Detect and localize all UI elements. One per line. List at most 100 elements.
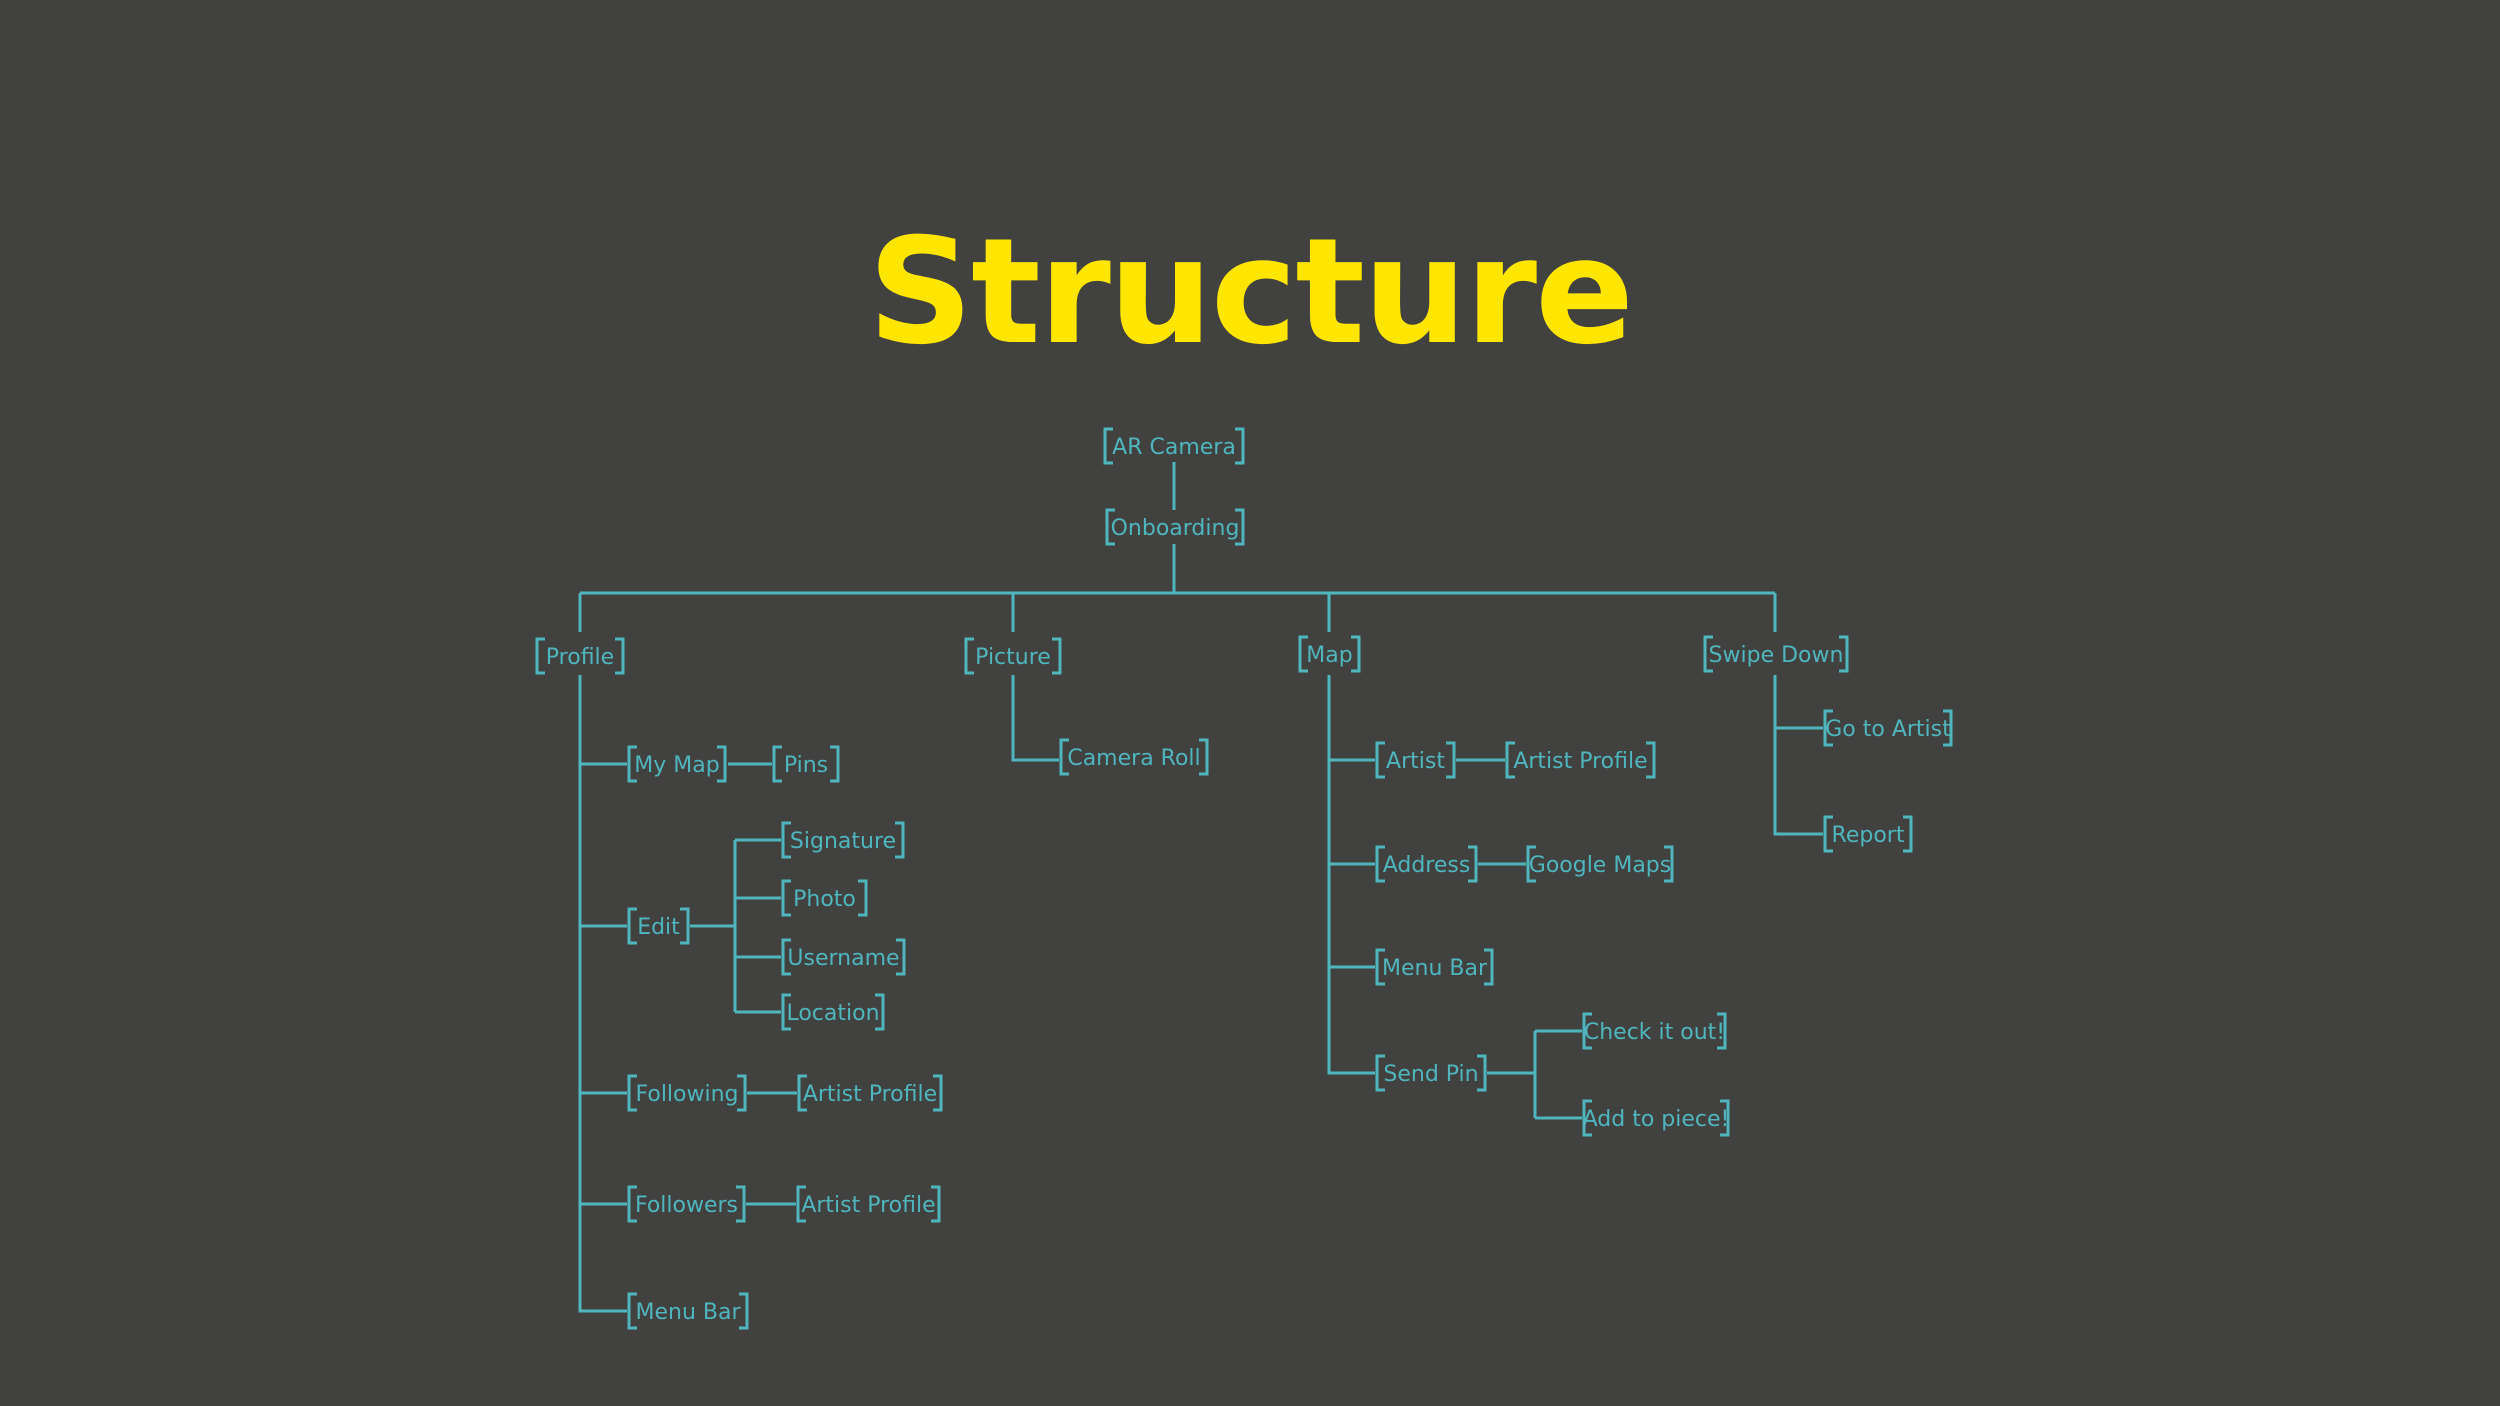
node-report: Report xyxy=(1823,815,1913,853)
node-label: My Map xyxy=(634,753,719,778)
bracket-right xyxy=(680,907,690,945)
page-title: Structure xyxy=(867,207,1634,377)
bracket-left xyxy=(1298,635,1308,673)
node-signature: Signature xyxy=(781,821,905,859)
bracket-left xyxy=(627,1074,637,1112)
node-send-pin: Send Pin xyxy=(1375,1054,1487,1092)
bracket-right xyxy=(858,879,868,917)
node-label: Followers xyxy=(635,1193,738,1218)
bracket-right xyxy=(1468,845,1478,883)
node-followers-artist-profile: Artist Profile xyxy=(796,1185,941,1223)
node-my-map: My Map xyxy=(627,745,727,783)
bracket-left xyxy=(1375,1054,1385,1092)
node-label: Picture xyxy=(975,645,1051,670)
node-onboarding: Onboarding xyxy=(1105,508,1245,546)
bracket-right xyxy=(1235,508,1245,546)
bracket-right xyxy=(875,993,885,1031)
bracket-left xyxy=(1582,1099,1592,1137)
node-label: Check it out! xyxy=(1584,1020,1725,1045)
bracket-left xyxy=(1526,845,1536,883)
bracket-right xyxy=(1052,637,1062,675)
bracket-left xyxy=(781,938,791,976)
node-followers: Followers xyxy=(627,1185,746,1223)
bracket-right xyxy=(933,1074,943,1112)
node-picture: Picture xyxy=(964,637,1062,675)
node-check-it-out: Check it out! xyxy=(1582,1012,1727,1050)
bracket-left xyxy=(627,745,637,783)
node-label: AR Camera xyxy=(1112,435,1236,460)
node-label: Photo xyxy=(793,887,856,912)
node-label: Menu Bar xyxy=(1382,956,1488,981)
bracket-right xyxy=(896,938,906,976)
node-google-maps: Google Maps xyxy=(1526,845,1674,883)
node-label: Report xyxy=(1832,823,1905,848)
bracket-left xyxy=(772,745,782,783)
bracket-left xyxy=(1375,845,1385,883)
node-following-artist-profile: Artist Profile xyxy=(797,1074,943,1112)
bracket-left xyxy=(781,993,791,1031)
bracket-right xyxy=(1235,427,1245,465)
node-profile-menu-bar: Menu Bar xyxy=(627,1292,749,1330)
bracket-left xyxy=(796,1185,806,1223)
node-photo: Photo xyxy=(781,879,868,917)
node-label: Profile xyxy=(546,645,614,670)
node-label: Artist Profile xyxy=(1513,749,1647,774)
bracket-left xyxy=(964,637,974,675)
node-artist: Artist xyxy=(1375,741,1456,779)
bracket-right xyxy=(1943,709,1953,747)
node-username: Username xyxy=(781,938,906,976)
edge-picture-camera-roll xyxy=(1011,675,1059,762)
bracket-left xyxy=(1103,427,1113,465)
bracket-right xyxy=(931,1185,941,1223)
node-label: Onboarding xyxy=(1111,516,1240,541)
bracket-right xyxy=(1720,1099,1730,1137)
bracket-left xyxy=(1059,738,1069,776)
node-label: Artist xyxy=(1386,749,1445,774)
node-label: Swipe Down xyxy=(1709,643,1844,668)
bracket-right xyxy=(1717,1012,1727,1050)
node-label: Artist Profile xyxy=(801,1193,935,1218)
node-ar-camera: AR Camera xyxy=(1103,427,1245,465)
bracket-left xyxy=(1823,709,1833,747)
bracket-right xyxy=(736,1185,746,1223)
bracket-left xyxy=(1582,1012,1592,1050)
node-pins: Pins xyxy=(772,745,840,783)
node-label: Go to Artist xyxy=(1825,717,1951,742)
bracket-right xyxy=(1477,1054,1487,1092)
bracket-left xyxy=(627,1185,637,1223)
node-label: Map xyxy=(1306,643,1352,668)
bracket-right xyxy=(1646,741,1656,779)
node-edit: Edit xyxy=(627,907,690,945)
node-label: Address xyxy=(1383,853,1471,878)
diagram-edges xyxy=(578,462,1823,1313)
bracket-left xyxy=(627,907,637,945)
bracket-right xyxy=(1839,635,1849,673)
bracket-left xyxy=(781,879,791,917)
bracket-right xyxy=(1446,741,1456,779)
bracket-left xyxy=(627,1292,637,1330)
node-swipe-down: Swipe Down xyxy=(1703,635,1849,673)
node-location: Location xyxy=(781,993,885,1031)
edge-swipe-down-trunk xyxy=(1773,675,1823,836)
edge-profile-trunk xyxy=(578,675,627,1313)
bracket-left xyxy=(1823,815,1833,853)
node-label: Edit xyxy=(637,915,680,940)
node-profile: Profile xyxy=(535,637,625,675)
bracket-right xyxy=(895,821,905,859)
node-label: Pins xyxy=(784,753,828,778)
node-add-to-piece: Add to piece! xyxy=(1582,1099,1730,1137)
node-label: Camera Roll xyxy=(1067,746,1200,771)
bracket-right xyxy=(1484,948,1494,986)
node-label: Artist Profile xyxy=(803,1082,937,1107)
node-label: Signature xyxy=(790,829,896,854)
node-label: Google Maps xyxy=(1529,853,1671,878)
bracket-left xyxy=(1375,741,1385,779)
node-camera-roll: Camera Roll xyxy=(1059,738,1209,776)
node-go-to-artist: Go to Artist xyxy=(1823,709,1953,747)
bracket-right xyxy=(1351,635,1361,673)
bracket-right xyxy=(830,745,840,783)
node-address: Address xyxy=(1375,845,1478,883)
bracket-right xyxy=(737,1074,747,1112)
bracket-left xyxy=(1375,948,1385,986)
